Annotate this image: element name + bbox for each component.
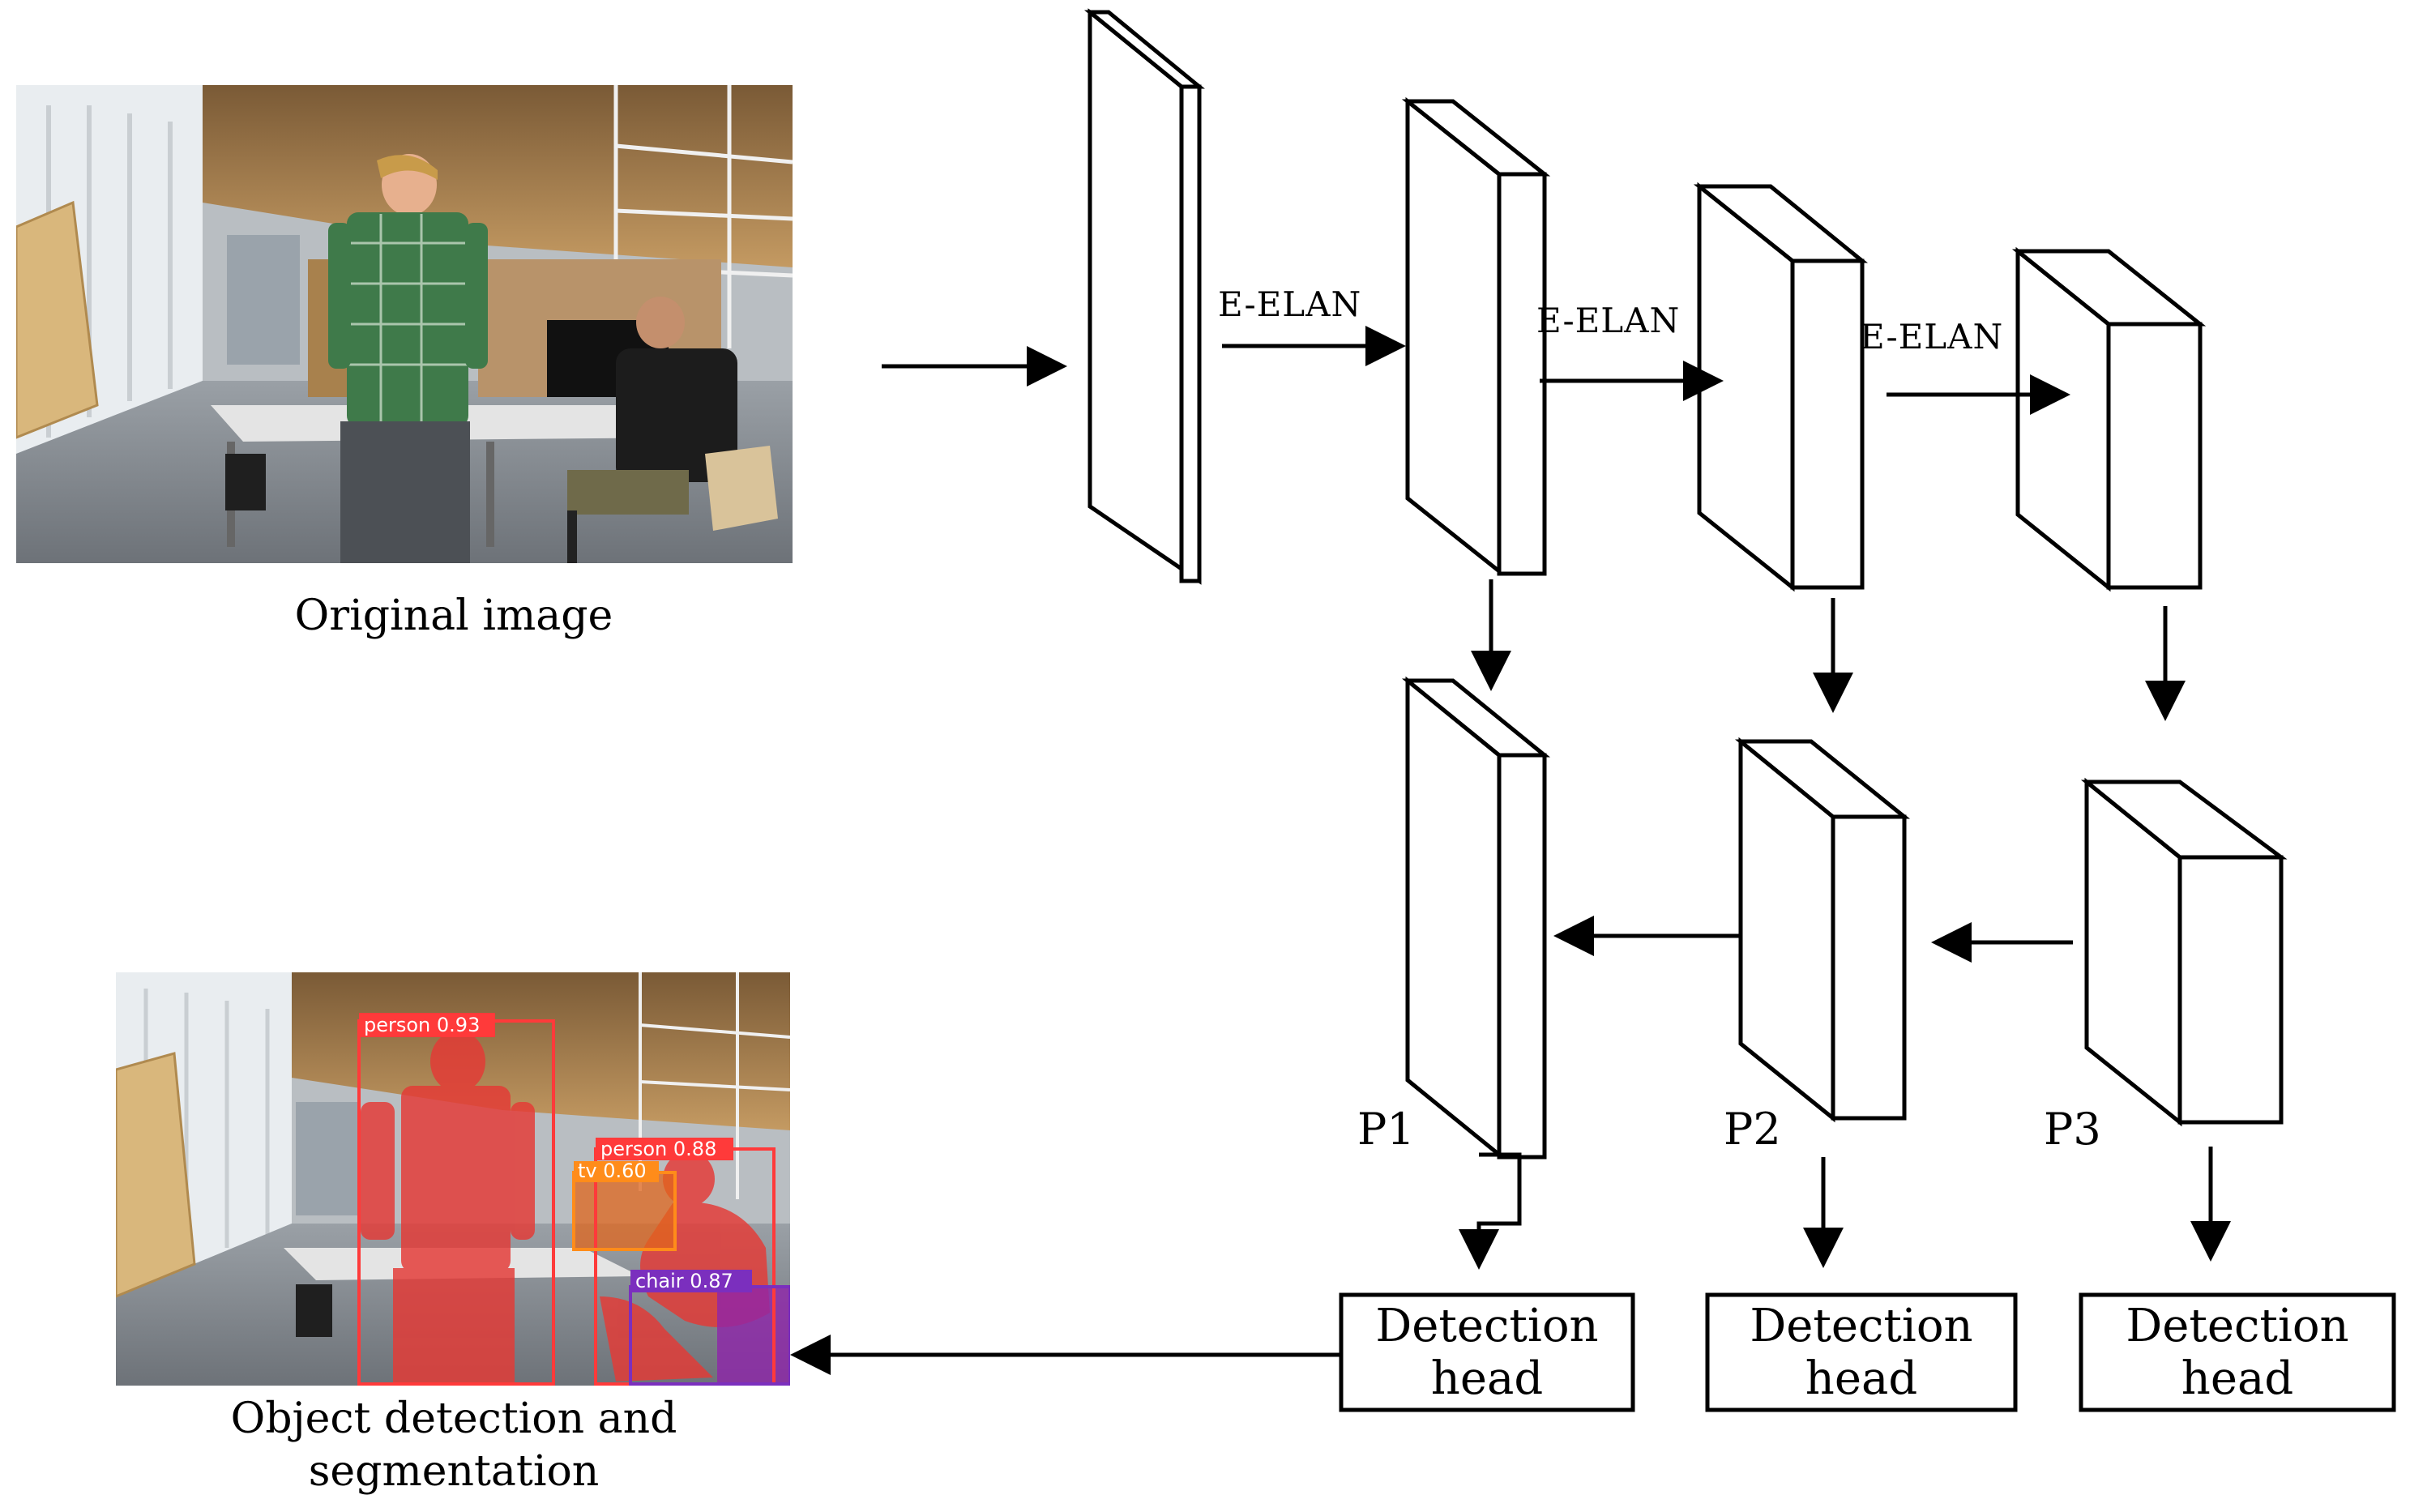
chair-mask xyxy=(717,1288,790,1386)
svg-text:Detection: Detection xyxy=(1375,1300,1598,1352)
backbone-block-2 xyxy=(1401,96,1551,576)
svg-text:head: head xyxy=(1805,1352,1917,1405)
tv-mask xyxy=(574,1172,675,1249)
neck-block-p1 xyxy=(1401,676,1551,1160)
head-arrow-1 xyxy=(1459,1152,1522,1270)
svg-text:Detection: Detection xyxy=(2126,1300,2348,1352)
detection-head-2: Detection head xyxy=(1705,1292,2018,1412)
detection-head-3: Detection head xyxy=(2079,1292,2396,1412)
svg-text:chair 0.87: chair 0.87 xyxy=(635,1270,733,1292)
backbone-block-4 xyxy=(2011,246,2207,592)
elan-label-2: E-ELAN xyxy=(1536,301,1680,340)
backbone-block-1 xyxy=(1083,8,1205,585)
detection-box-chair: chair 0.87 xyxy=(629,1270,790,1386)
result-caption-line2: segmentation xyxy=(309,1447,600,1496)
p3-label: P3 xyxy=(2044,1104,2101,1155)
svg-text:head: head xyxy=(2181,1352,2293,1405)
original-image-caption: Original image xyxy=(295,592,613,640)
original-image xyxy=(16,85,793,563)
result-caption-line1: Object detection and xyxy=(231,1395,677,1443)
svg-text:head: head xyxy=(1431,1352,1543,1405)
detection-box-tv: tv 0.60 xyxy=(572,1160,677,1251)
person-mask xyxy=(361,1031,535,1386)
detection-head-1: Detection head xyxy=(1339,1292,1635,1412)
svg-text:tv 0.60: tv 0.60 xyxy=(578,1160,647,1182)
p2-label: P2 xyxy=(1724,1104,1781,1155)
detection-box-person-2: person 0.88 xyxy=(594,1138,776,1386)
svg-text:person 0.88: person 0.88 xyxy=(600,1138,716,1160)
elan-label-3: E-ELAN xyxy=(1860,317,2003,357)
result-image: person 0.93 person 0.88 tv 0.60 chair 0.… xyxy=(116,972,790,1386)
backbone-block-3 xyxy=(1693,182,1869,592)
elan-label-1: E-ELAN xyxy=(1218,284,1361,324)
p1-label: P1 xyxy=(1357,1104,1415,1155)
neck-block-p2 xyxy=(1734,737,1911,1123)
detection-box-person-1: person 0.93 xyxy=(357,1013,555,1386)
svg-text:Detection: Detection xyxy=(1750,1300,1972,1352)
svg-text:person 0.93: person 0.93 xyxy=(364,1014,480,1036)
neck-block-p3 xyxy=(2080,777,2288,1127)
